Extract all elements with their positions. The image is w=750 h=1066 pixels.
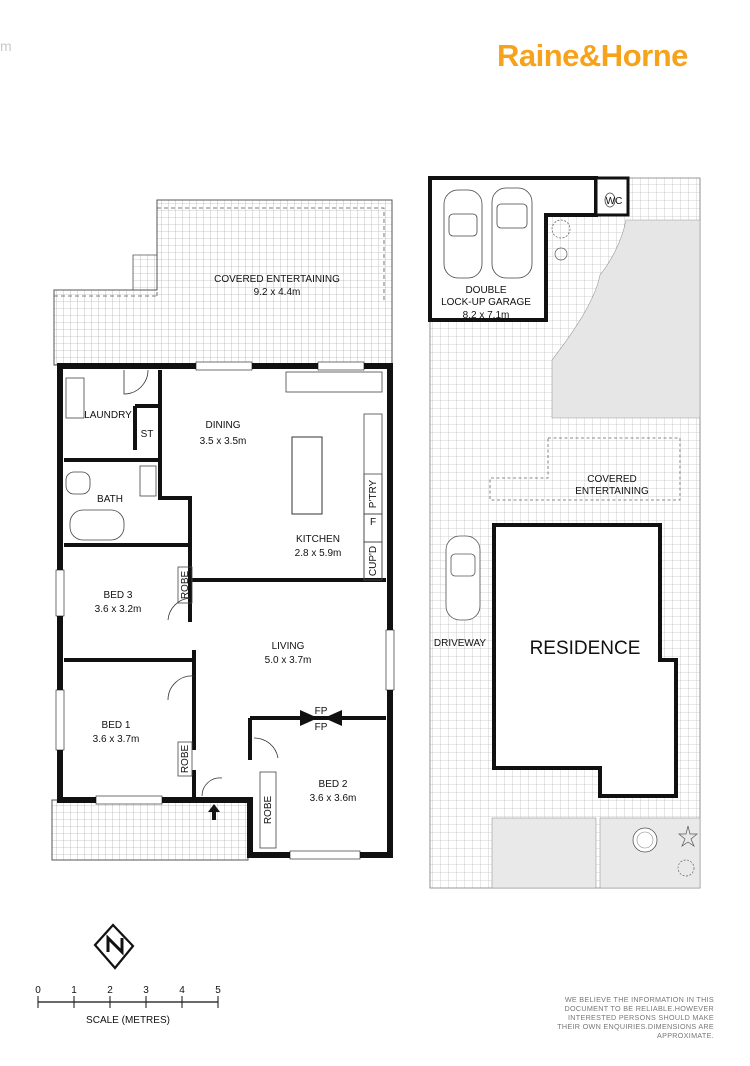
garage-cars (443, 187, 533, 279)
scale-tick-5: 5 (215, 985, 221, 996)
residence-outline (492, 523, 678, 798)
room-bed3-dims: 3.6 x 3.2m (95, 604, 142, 615)
room-laundry-name: LAUNDRY (84, 410, 132, 421)
fixture-robe-bed1: ROBE (180, 745, 191, 774)
house-plan: COVERED ENTERTAINING 9.2 x 4.4m LAUNDRY … (51, 199, 395, 861)
covered-entertaining-line2: ENTERTAINING (575, 486, 649, 497)
fixture-robe-bed3: ROBE (180, 571, 191, 600)
scale-tick-2: 2 (107, 985, 113, 996)
room-covered-entertaining-dims: 9.2 x 4.4m (254, 287, 301, 298)
covered-entertaining-line1: COVERED (587, 474, 636, 485)
scale-tick-0: 0 (35, 985, 41, 996)
site-lawn (551, 219, 701, 419)
fixture-fireplace-upper: FP (315, 706, 328, 717)
fixture-fireplace-lower: FP (315, 722, 328, 733)
room-st-name: ST (141, 429, 154, 440)
front-porch (51, 799, 249, 861)
scale-tick-4: 4 (179, 985, 185, 996)
room-bath-name: BATH (97, 494, 123, 505)
room-kitchen-name: KITCHEN (296, 534, 340, 545)
room-bed2-name: BED 2 (319, 779, 348, 790)
corner-text: m (0, 38, 12, 54)
fixture-robe-bed2: ROBE (263, 796, 274, 825)
room-living-name: LIVING (272, 641, 305, 652)
garage-label-line2: LOCK-UP GARAGE (441, 297, 531, 308)
north-arrow-icon (93, 923, 135, 970)
entry-arrow-icon (208, 804, 220, 820)
room-living-dims: 5.0 x 3.7m (265, 655, 312, 666)
room-bed1-name: BED 1 (102, 720, 131, 731)
room-dining-name: DINING (206, 420, 241, 431)
door-swings (123, 369, 279, 797)
interior-walls (64, 370, 386, 800)
scale-tick-3: 3 (143, 985, 149, 996)
room-bed2-dims: 3.6 x 3.6m (310, 793, 357, 804)
room-bed3-name: BED 3 (104, 590, 133, 601)
fixture-pantry: P'TRY (368, 479, 379, 508)
scale-bar: 0 1 2 3 4 5 SCALE (METRES) (35, 985, 221, 1026)
room-kitchen-dims: 2.8 x 5.9m (295, 548, 342, 559)
driveway-car (445, 535, 481, 621)
driveway-label: DRIVEWAY (434, 638, 487, 649)
scale-label: SCALE (METRES) (86, 1015, 170, 1026)
room-bed1-dims: 3.6 x 3.7m (93, 734, 140, 745)
fixture-cupboard: CUP'D (368, 546, 379, 576)
kitchen-island (291, 436, 323, 515)
residence-label: RESIDENCE (530, 638, 641, 659)
site-plan: WC DOUBLE LOCK-UP GARAGE 8.2 x 7.1m COVE… (428, 176, 701, 889)
room-dining-dims: 3.5 x 3.5m (200, 436, 247, 447)
deck-steps (132, 254, 158, 291)
garage-label-line1: DOUBLE (465, 285, 506, 296)
disclaimer-text: WE BELIEVE THE INFORMATION IN THIS DOCUM… (557, 995, 714, 1040)
fixture-fridge: F (370, 517, 376, 528)
scale-tick-1: 1 (71, 985, 77, 996)
site-wc-label: WC (606, 196, 623, 207)
garage-dims: 8.2 x 7.1m (463, 310, 510, 321)
raine-horne-logo: Raine&Horne (497, 38, 688, 73)
room-covered-entertaining-name: COVERED ENTERTAINING (214, 274, 340, 285)
